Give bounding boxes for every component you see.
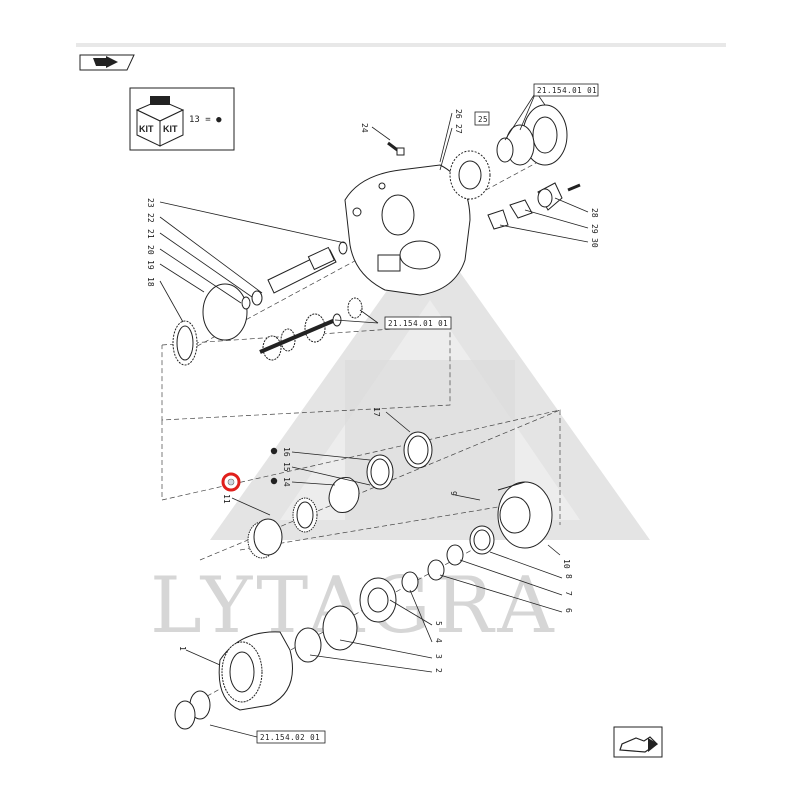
drum-1 <box>174 631 293 730</box>
bearing-cap-right <box>487 182 581 230</box>
kit-legend: KIT KIT 13 = ● <box>129 87 235 151</box>
callout-4: 4 <box>434 638 443 643</box>
part-11-highlight[interactable] <box>221 472 241 492</box>
callout-14: 14 <box>282 477 291 487</box>
next-arrow-button[interactable] <box>613 726 663 758</box>
kit-markers <box>270 447 278 485</box>
callout-10: 10 <box>562 559 571 569</box>
ref-link-bottom[interactable]: 21.154.02 01 <box>256 730 326 744</box>
callout-27: 27 <box>454 124 463 134</box>
callout-15: 15 <box>282 462 291 472</box>
callout-11: 11 <box>222 494 231 504</box>
callout-6: 6 <box>564 608 573 613</box>
callout-2: 2 <box>434 668 443 673</box>
callout-30: 30 <box>590 238 599 248</box>
bolt-24 <box>387 141 405 156</box>
housing <box>344 164 471 296</box>
kit-label-a: KIT <box>139 124 154 134</box>
callout-19: 19 <box>146 260 155 270</box>
kit-label-b: KIT <box>163 124 178 134</box>
callout-17: 17 <box>372 407 381 417</box>
back-arrow-button[interactable] <box>79 54 135 71</box>
callout-21: 21 <box>146 229 155 239</box>
ref-box-25[interactable]: 25 <box>474 111 490 126</box>
ref-link-top-label: 21.154.01 01 <box>537 86 597 95</box>
ref-link-mid[interactable]: 21.154.01 01 <box>384 316 452 330</box>
hub-10 <box>497 481 553 549</box>
callout-3: 3 <box>434 654 443 659</box>
rings-left <box>172 283 263 366</box>
callout-labels: 23 22 21 20 19 18 24 26 27 28 29 30 17 1… <box>146 109 599 673</box>
callout-1: 1 <box>178 646 187 651</box>
callout-7: 7 <box>564 591 573 596</box>
watermark: LYTAGRA <box>150 230 650 651</box>
callout-8: 8 <box>564 574 573 579</box>
ref-link-mid-label: 21.154.01 01 <box>388 319 448 328</box>
callout-23: 23 <box>146 198 155 208</box>
top-gear-cluster <box>449 104 568 200</box>
callout-28: 28 <box>590 208 599 218</box>
group-frame-upper <box>161 324 451 421</box>
countershaft <box>259 297 363 361</box>
next-arrow-icon <box>619 736 658 753</box>
callout-9: 9 <box>449 491 458 496</box>
kit-legend-text: 13 = ● <box>189 115 222 125</box>
callout-29: 29 <box>590 224 599 234</box>
callout-26: 26 <box>454 109 463 119</box>
middle-group <box>247 431 433 559</box>
callout-18: 18 <box>146 277 155 287</box>
ref-box-25-label: 25 <box>478 115 488 124</box>
callout-20: 20 <box>146 245 155 255</box>
group-frame-lower <box>161 409 561 525</box>
snap-rings <box>294 605 358 663</box>
shaft-23 <box>267 241 348 294</box>
callout-5: 5 <box>434 621 443 626</box>
back-arrow-icon <box>93 56 118 68</box>
ref-link-top[interactable]: 21.154.01 01 <box>533 83 599 97</box>
callout-22: 22 <box>146 213 155 223</box>
callout-16: 16 <box>282 447 291 457</box>
leader-lines <box>159 91 589 673</box>
kit-box-icon: KIT KIT <box>135 96 185 147</box>
callout-24: 24 <box>360 123 369 133</box>
ref-link-bottom-label: 21.154.02 01 <box>260 733 320 742</box>
